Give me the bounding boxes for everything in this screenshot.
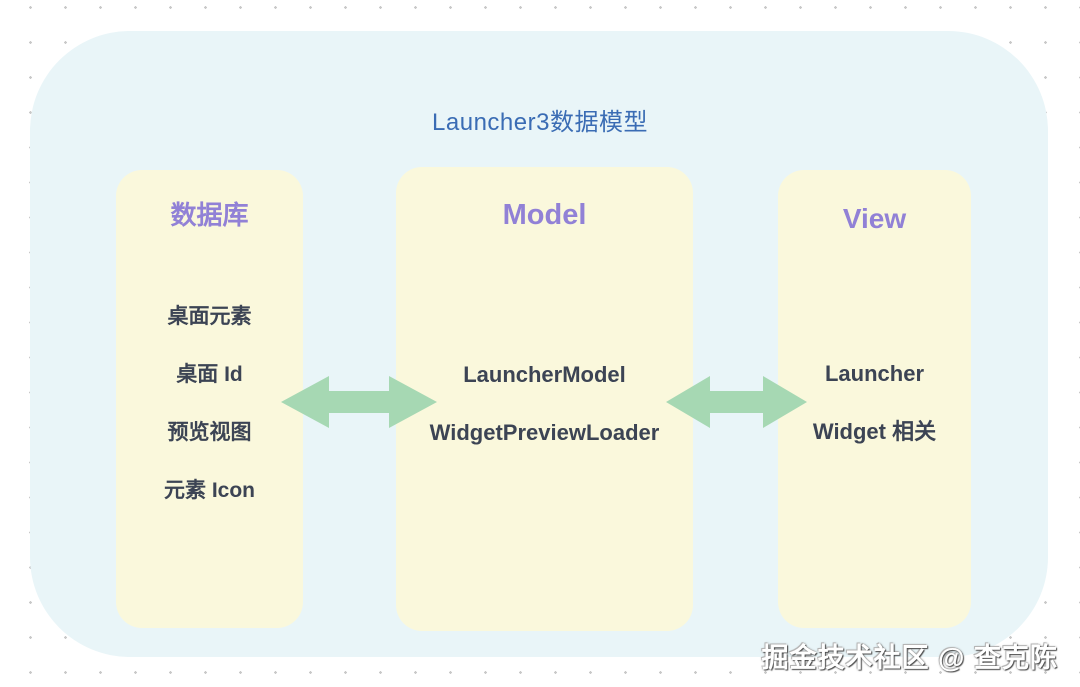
card-view-items: Launcher Widget 相关	[778, 345, 971, 461]
double-arrow-icon-db-model	[281, 374, 437, 430]
card-database-header: 数据库	[170, 200, 249, 230]
card-database: 数据库 桌面元素 桌面 Id 预览视图 元素 Icon	[116, 170, 303, 628]
view-item-widget-related: Widget 相关	[812, 419, 937, 444]
database-item-element-icon: 元素 Icon	[163, 479, 255, 502]
database-item-preview-view: 预览视图	[167, 421, 252, 444]
card-view-header: View	[842, 203, 907, 234]
model-item-launchermodel: LauncherModel	[463, 362, 626, 387]
card-database-items: 桌面元素 桌面 Id 预览视图 元素 Icon	[116, 288, 303, 520]
card-model-header: Model	[502, 199, 587, 231]
model-item-widgetpreviewloader: WidgetPreviewLoader	[429, 420, 660, 445]
view-item-launcher: Launcher	[824, 361, 925, 386]
database-item-desktop-elements: 桌面元素	[167, 305, 252, 328]
diagram-title: Launcher3数据模型	[432, 109, 648, 136]
card-model: Model LauncherModel WidgetPreviewLoader	[396, 167, 693, 631]
card-model-items: LauncherModel WidgetPreviewLoader	[396, 346, 693, 462]
watermark: 掘金技术社区 @ 查克陈	[761, 643, 1058, 673]
card-view: View Launcher Widget 相关	[778, 170, 971, 628]
double-arrow-icon-model-view	[666, 374, 807, 430]
database-item-desktop-id: 桌面 Id	[176, 363, 243, 386]
